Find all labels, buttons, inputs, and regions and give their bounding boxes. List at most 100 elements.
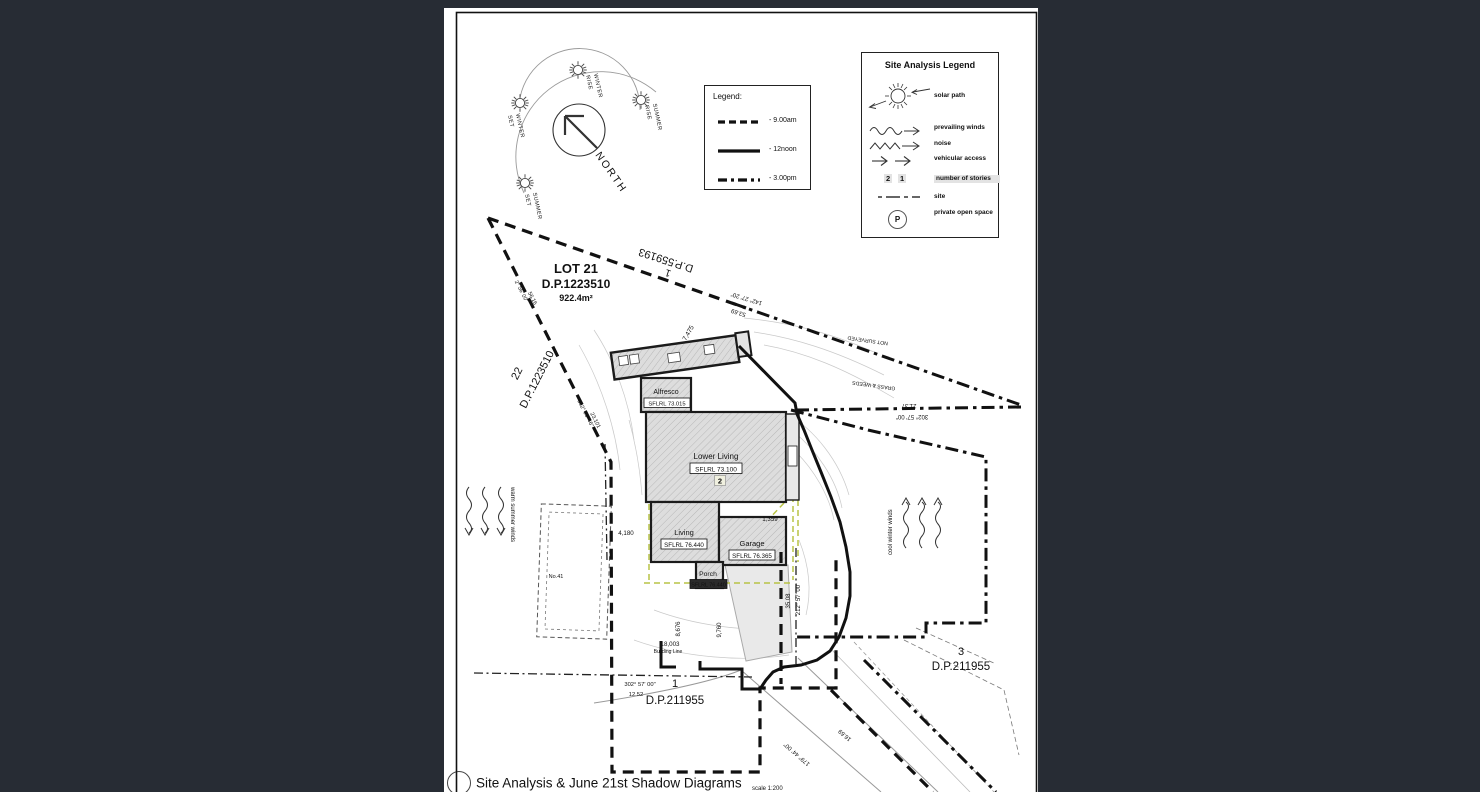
north-arrow-icon (552, 103, 606, 157)
sun-winter-set-icon (510, 93, 530, 113)
legend-row-vehicular: vehicular access (862, 154, 998, 168)
time-legend-title: Legend: (713, 92, 742, 101)
stories-marker-box (714, 475, 726, 486)
garage-label: Garage (739, 539, 764, 548)
dim-strip: 7,475 (682, 324, 696, 342)
title-bubble (447, 771, 471, 792)
site-analysis-legend-box: Site Analysis Legend solar path (861, 52, 1000, 238)
summer-set-label: SUMMER (531, 192, 543, 220)
legend-row-9am: - 9.00am (705, 114, 810, 128)
bearing-right-v: 212° 57' 00" (796, 583, 802, 615)
sun-path-diagram: NORTH WINTER RISE SUMMER RISE WINTER SET… (506, 48, 663, 220)
bearing-right-v-len: 35.08 (786, 593, 792, 609)
dim-depth-b: 9,760 (717, 622, 723, 638)
dim-garage-offset: 1,359 (762, 516, 778, 523)
warm-winds-label: warm summer winds (509, 486, 515, 542)
porch-level-box (689, 579, 728, 589)
nine-am-shadow-outline (486, 216, 935, 792)
parcel-top-num: 1 (663, 266, 672, 278)
lot-name: LOT 21 (554, 261, 598, 276)
strip-building (609, 330, 753, 381)
legend-noon-label: - 12noon (769, 146, 797, 153)
private-open-space-icon: P (888, 210, 907, 229)
lot-area: 922.4m² (559, 293, 593, 303)
sheet-title: Site Analysis & June 21st Shadow Diagram… (476, 776, 742, 791)
alfresco-level: SFLRL 73.015 (648, 402, 685, 408)
sheet-border (455, 11, 1038, 792)
winter-set-label: WINTER (514, 113, 525, 138)
summer-rise-label: SUMMER (651, 103, 663, 131)
lower-living-level-box (689, 462, 743, 474)
neighbour-label: No.41 (549, 574, 564, 580)
site-legend-title: Site Analysis Legend (884, 60, 976, 70)
noise-icon (869, 141, 920, 151)
site-line-icon (878, 196, 920, 198)
annotation-not-surveyed: NOT SURVEYED (847, 334, 888, 346)
parcel-bottom-dp: D.P.211955 (646, 695, 704, 707)
bearing-top-len: 53.69 (730, 307, 747, 317)
dim-building-line: Building Line (654, 649, 683, 655)
warm-winds-arrows (464, 486, 506, 537)
legend-9am-label: - 9.00am (769, 117, 797, 124)
dashdot-line-icon (718, 178, 760, 182)
living-level: SFLRL 76.440 (664, 542, 704, 549)
bearing-road: 179° 44' 00" (783, 741, 811, 767)
legend-row-noon: - 12noon (705, 143, 810, 157)
three-pm-shadow-outline (731, 301, 1022, 792)
solid-line-icon (718, 149, 760, 153)
lower-living-level: SFLRL 73.100 (695, 467, 737, 474)
stories-two-badge: 2 (884, 174, 893, 183)
legend-row-solar: solar path (862, 79, 998, 113)
solar-path-label: solar path (934, 92, 966, 99)
private-open-space-label: private open space (934, 209, 993, 216)
garage-level: SFLRL 76.365 (732, 553, 772, 560)
lot-dp: D.P.1223510 (542, 277, 611, 291)
vehicular-access-icon (872, 156, 911, 166)
lower-living-outline (644, 410, 788, 504)
bearing-bottom-len: 12.52 (629, 692, 644, 698)
dashed-line-icon (718, 120, 760, 124)
sun-winter-rise-icon (568, 60, 588, 80)
legend-row-winds: prevailing winds (862, 123, 998, 137)
bearing-left-upper-len: 56.16 (526, 291, 538, 306)
parcel-left-num: 22 (509, 365, 525, 381)
bearing-right-h-len: 21.37 (901, 402, 917, 408)
site-label: site (934, 193, 946, 200)
noon-shadow-outline (659, 344, 852, 691)
stories-label: number of stories (934, 175, 1000, 183)
winter-set-label2: SET (506, 115, 514, 128)
prevailing-winds-icon (869, 126, 920, 136)
living-level-box (660, 538, 708, 550)
cool-winds-arrows (901, 496, 943, 549)
legend-row-3pm: - 3.00pm (705, 172, 810, 186)
bearing-road-len: 16.69 (837, 727, 853, 742)
summer-rise-label2: RISE (643, 105, 652, 121)
dim-frontage: 18,003 (661, 641, 680, 648)
sheet-scale: scale 1:200 (752, 786, 783, 792)
living-label: Living (674, 528, 694, 537)
legend-3pm-label: - 3.00pm (769, 175, 797, 182)
side-label-box (787, 445, 798, 467)
parcel-left-dp: D.P.1223510 (518, 349, 557, 410)
garage-level-box (728, 549, 776, 561)
winter-rise-label: WINTER (592, 73, 603, 98)
porch-label: Porch (699, 571, 717, 578)
lower-living-label: Lower Living (694, 452, 739, 461)
dim-left: 4,180 (618, 530, 634, 537)
legend-row-stories: 2 1 number of stories (862, 174, 1000, 188)
north-label: NORTH (593, 150, 630, 195)
winter-rise-label2: RISE (584, 75, 593, 91)
bearing-left-upper: 2° 56' 00" (513, 280, 529, 304)
stories-one-badge: 1 (898, 174, 907, 183)
legend-row-pos: P private open space (862, 208, 998, 230)
summer-set-label2: SET (523, 194, 531, 207)
legend-row-noise: noise (862, 139, 998, 153)
drawing-sheet: NORTH WINTER RISE SUMMER RISE WINTER SET… (444, 8, 1038, 792)
legend-row-site: site (862, 192, 998, 204)
parcel-top-dp: D.P.559193 (637, 245, 695, 274)
porch-level: SFLRL 76.440 (691, 583, 726, 589)
noise-label: noise (934, 140, 951, 147)
stories-marker: 2 (718, 477, 722, 486)
parcel-right-dp: D.P.211955 (932, 661, 990, 673)
neighbour-house (536, 503, 612, 640)
